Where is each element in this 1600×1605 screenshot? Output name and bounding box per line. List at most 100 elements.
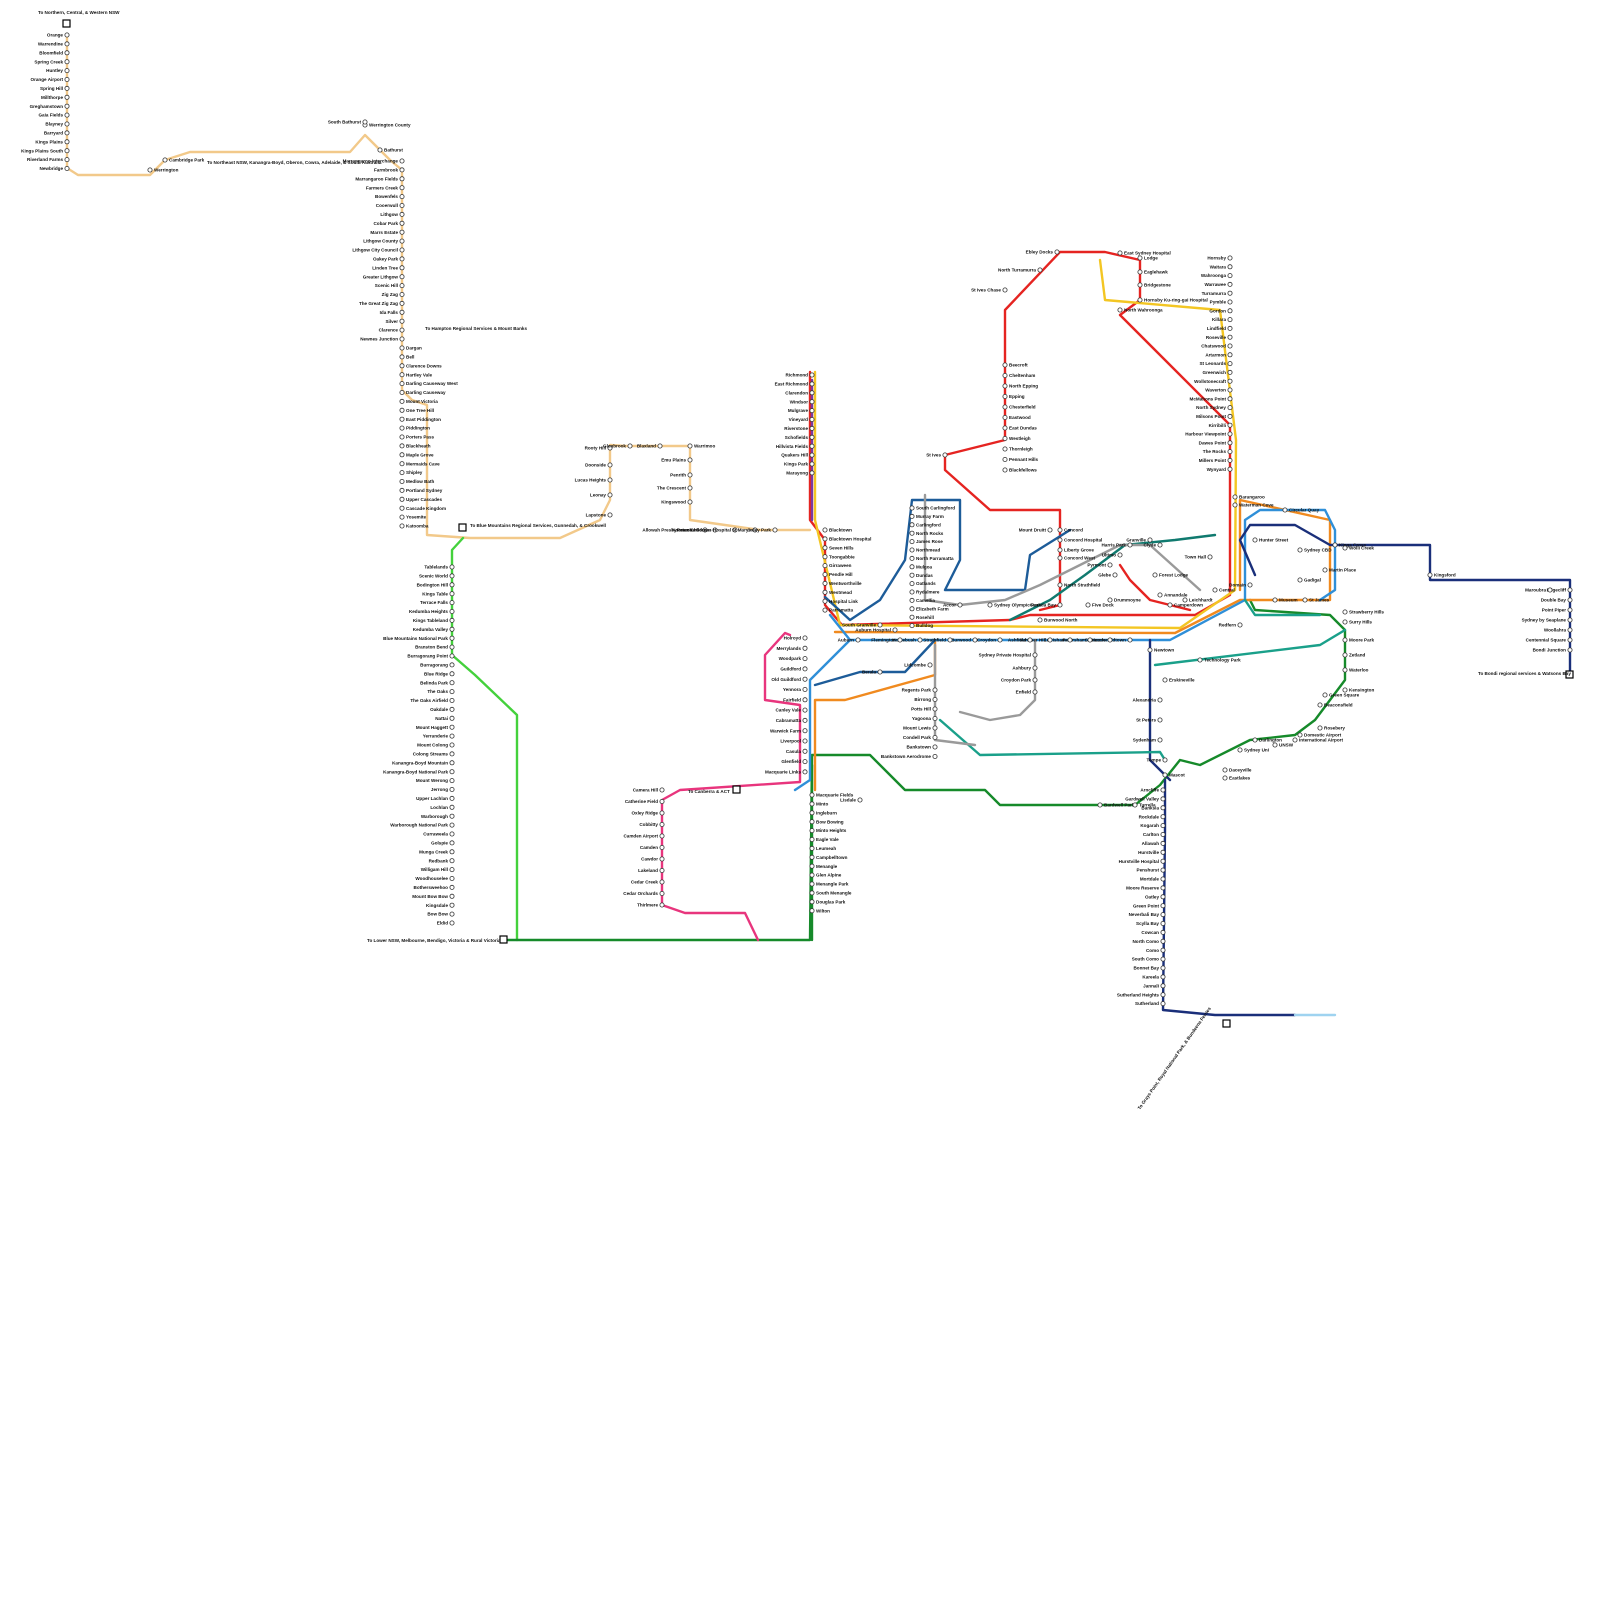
station[interactable]: Thornleigh: [1002, 446, 1033, 452]
station[interactable]: Chesterfield: [1002, 404, 1036, 410]
station[interactable]: North Turramurra: [998, 267, 1043, 273]
station[interactable]: Barangaroo: [1232, 494, 1265, 500]
station-marker[interactable]: [399, 452, 405, 458]
station[interactable]: Mulgoa: [909, 564, 933, 569]
station[interactable]: Blue Mountains National Park: [383, 635, 455, 641]
station-marker[interactable]: [1160, 956, 1166, 962]
station[interactable]: St James: [1302, 597, 1330, 603]
station[interactable]: Allawah: [1142, 840, 1166, 846]
station[interactable]: Barryard: [44, 130, 70, 136]
station-marker[interactable]: [1002, 372, 1008, 378]
station-marker[interactable]: [1342, 545, 1348, 551]
station[interactable]: Vineyard: [789, 416, 815, 422]
station-marker[interactable]: [932, 744, 938, 750]
station-marker[interactable]: [399, 309, 405, 315]
station[interactable]: Blackfellows: [1002, 467, 1037, 473]
station[interactable]: Forest Lodge: [1152, 572, 1189, 578]
station-marker[interactable]: [399, 185, 405, 191]
station[interactable]: Blaxland: [637, 443, 663, 449]
station-marker[interactable]: [1160, 903, 1166, 909]
station[interactable]: Condell Park: [903, 735, 938, 740]
station[interactable]: Golspie: [431, 840, 455, 846]
station[interactable]: Wolli Creek: [1342, 545, 1374, 551]
station-marker[interactable]: [1207, 554, 1213, 560]
station[interactable]: Mount Colong: [417, 742, 455, 748]
station-marker[interactable]: [1160, 912, 1166, 918]
station-marker[interactable]: [1157, 717, 1163, 723]
station-marker[interactable]: [909, 555, 915, 561]
station-marker[interactable]: [1160, 787, 1166, 793]
station-marker[interactable]: [449, 733, 455, 739]
station[interactable]: Martin Place: [1322, 567, 1357, 573]
station-marker[interactable]: [822, 589, 828, 595]
station-marker[interactable]: [399, 523, 405, 529]
station-marker[interactable]: [1032, 665, 1038, 671]
station-marker[interactable]: [1160, 992, 1166, 998]
station-marker[interactable]: [957, 602, 963, 608]
station-marker[interactable]: [1227, 413, 1233, 419]
station[interactable]: Kedumba Valley: [413, 626, 455, 632]
station-marker[interactable]: [399, 256, 405, 262]
station-marker[interactable]: [399, 389, 405, 395]
station-marker[interactable]: [399, 407, 405, 413]
station-marker[interactable]: [64, 50, 70, 56]
station-marker[interactable]: [809, 416, 815, 422]
station-marker[interactable]: [809, 425, 815, 431]
station[interactable]: Ashbury: [1012, 665, 1038, 671]
station[interactable]: Glebe: [1098, 572, 1118, 578]
station[interactable]: Kensington: [1342, 687, 1375, 693]
station-marker[interactable]: [607, 512, 613, 518]
station-marker[interactable]: [809, 443, 815, 449]
station-marker[interactable]: [809, 801, 815, 807]
station-marker[interactable]: [1227, 281, 1233, 287]
station[interactable]: Regents Park: [902, 687, 938, 693]
station-marker[interactable]: [1317, 702, 1323, 708]
station-marker[interactable]: [947, 637, 953, 643]
station-marker[interactable]: [822, 536, 828, 542]
station[interactable]: Kings Table: [422, 591, 455, 596]
station[interactable]: Kingsdale: [426, 902, 455, 908]
station-marker[interactable]: [64, 112, 70, 118]
station[interactable]: Schofields: [785, 434, 815, 440]
station-marker[interactable]: [1147, 647, 1153, 653]
station[interactable]: Leonay: [590, 492, 613, 498]
station-marker[interactable]: [449, 715, 455, 721]
station[interactable]: Sydney Uni: [1237, 747, 1269, 753]
station-marker[interactable]: [1227, 361, 1233, 367]
station[interactable]: Farmbrook: [374, 167, 405, 173]
station-marker[interactable]: [1227, 431, 1233, 437]
station-marker[interactable]: [1047, 527, 1053, 533]
station-marker[interactable]: [659, 833, 665, 839]
station[interactable]: Centennial Square: [1526, 637, 1573, 643]
station[interactable]: Terrace Falls: [420, 600, 455, 605]
station[interactable]: Gaia Fields: [38, 112, 70, 118]
station-marker[interactable]: [1227, 352, 1233, 358]
station[interactable]: Cabramatta: [776, 717, 808, 723]
station-marker[interactable]: [1342, 687, 1348, 693]
station-marker[interactable]: [64, 157, 70, 163]
station-marker[interactable]: [809, 470, 815, 476]
station[interactable]: Dundas: [909, 572, 933, 578]
station-marker[interactable]: [809, 434, 815, 440]
station[interactable]: Zetland: [1342, 652, 1366, 658]
station[interactable]: Mortdale: [1140, 876, 1166, 882]
station-marker[interactable]: [1160, 805, 1166, 811]
station-marker[interactable]: [687, 443, 693, 449]
station-marker[interactable]: [449, 893, 455, 899]
station-marker[interactable]: [909, 623, 915, 629]
station[interactable]: Clarendon: [785, 390, 815, 395]
station[interactable]: Carlton: [1143, 832, 1166, 837]
station-marker[interactable]: [822, 527, 828, 533]
station[interactable]: Bow Bow: [427, 911, 455, 917]
station-marker[interactable]: [1002, 383, 1008, 389]
station[interactable]: Kirribilli: [1209, 422, 1233, 428]
station[interactable]: Greghamstown: [30, 103, 70, 109]
station-marker[interactable]: [1160, 1001, 1166, 1007]
station[interactable]: Bodington Hill: [417, 582, 455, 587]
station-marker[interactable]: [687, 472, 693, 478]
station[interactable]: Ultimo: [1102, 552, 1123, 558]
station[interactable]: Ashfield: [1008, 637, 1033, 643]
station-marker[interactable]: [917, 637, 923, 643]
station[interactable]: Katoomba: [399, 523, 429, 529]
station[interactable]: Bow Bowing: [809, 819, 844, 824]
